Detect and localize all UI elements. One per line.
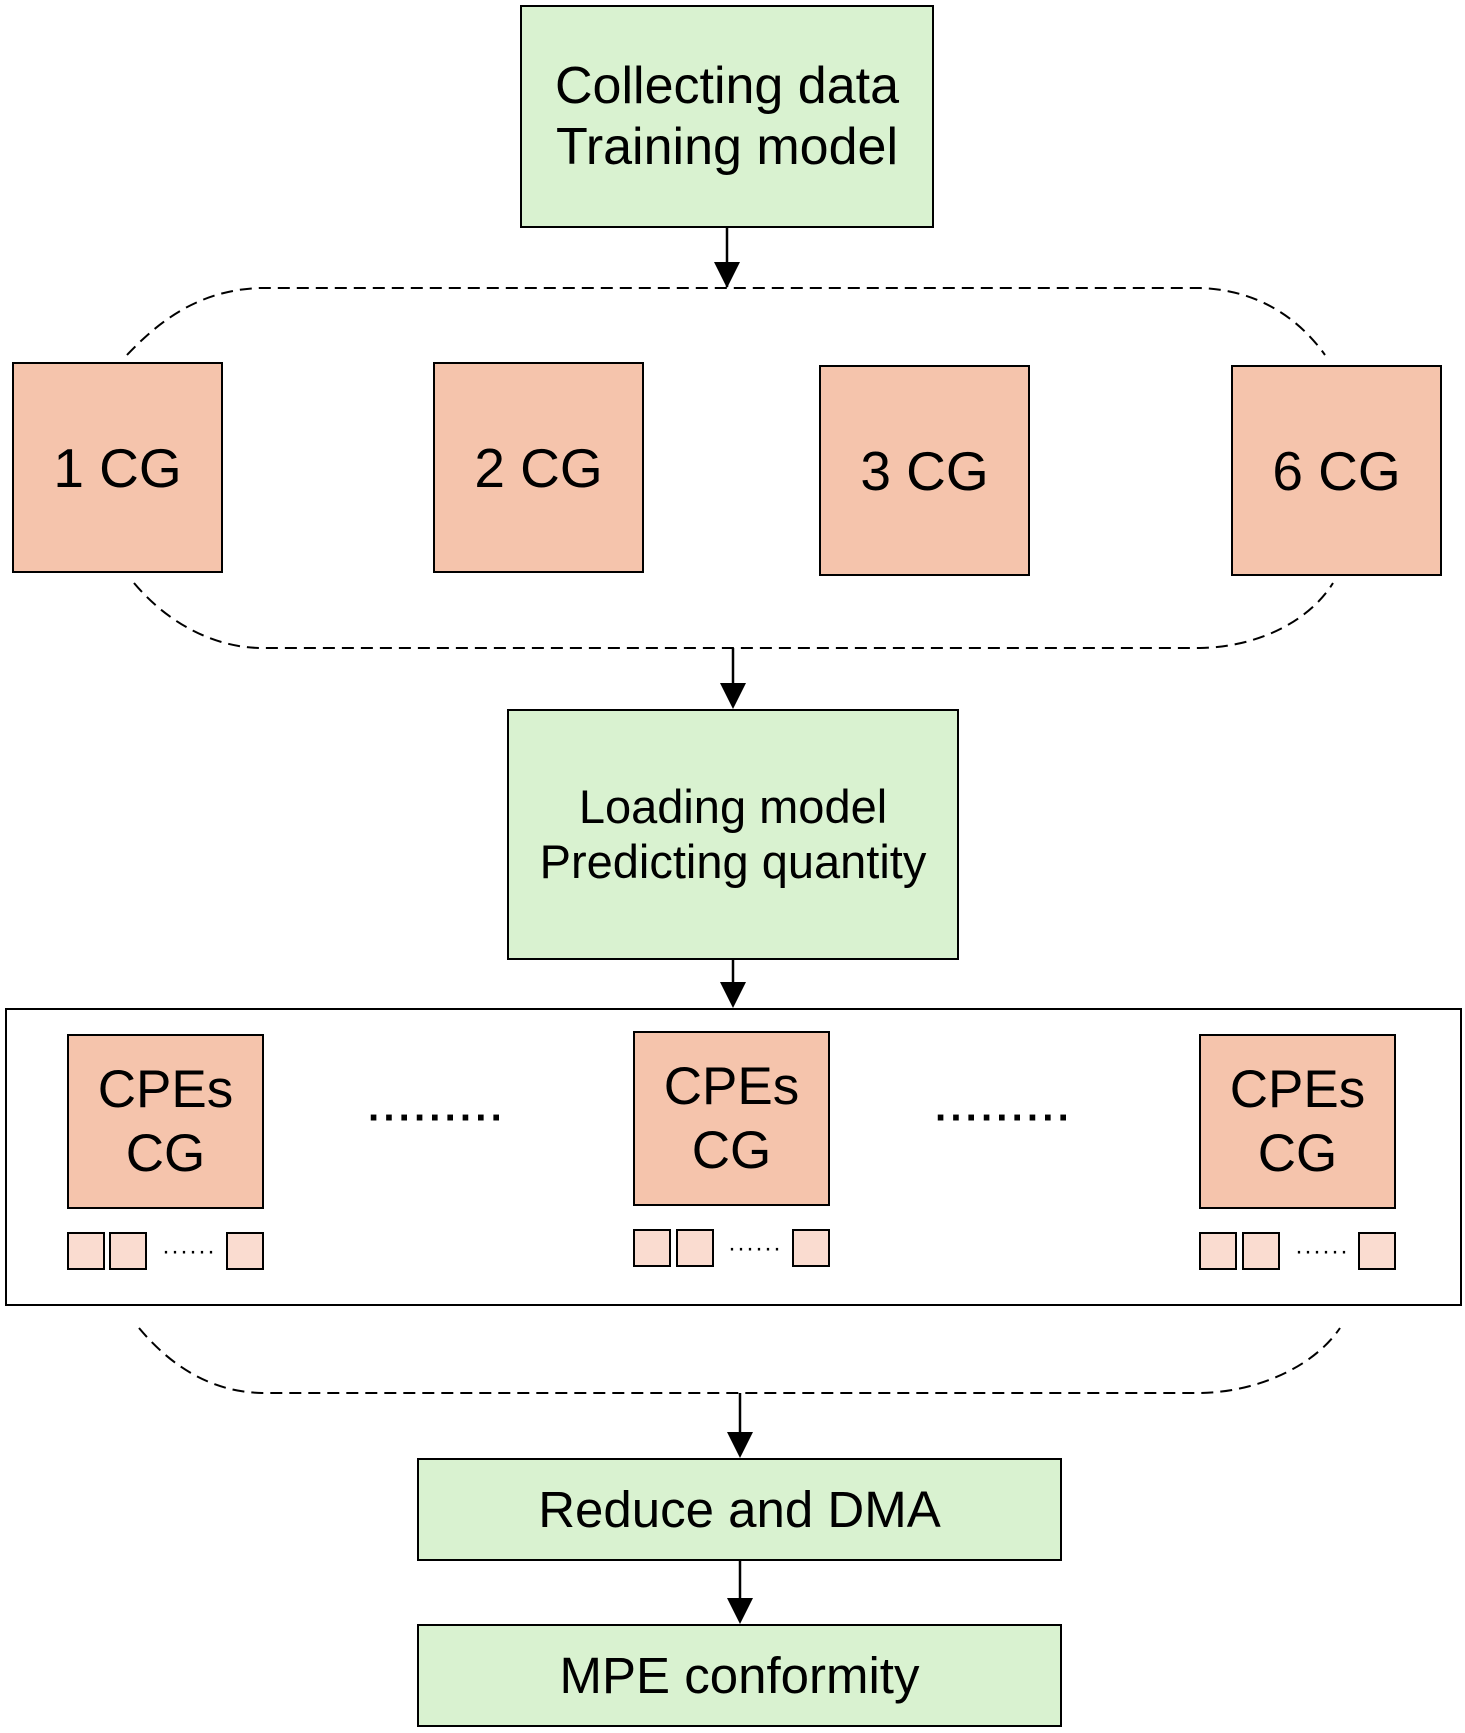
core-group-label: 3 CG (860, 439, 989, 502)
core-cell (109, 1232, 147, 1270)
core-group-6: 6 CG (1231, 365, 1442, 576)
cpe-cg-left: CPEs CG (67, 1034, 264, 1209)
core-group-3: 3 CG (819, 365, 1030, 576)
cpe-cg-center: CPEs CG (633, 1031, 830, 1206)
core-cell (226, 1232, 264, 1270)
arrowhead-5 (727, 1598, 753, 1624)
core-ellipsis: ······ (162, 1238, 216, 1265)
load-predict-step: Loading model Predicting quantity (507, 709, 959, 960)
core-group-label: 6 CG (1272, 439, 1401, 502)
core-cell (633, 1229, 671, 1267)
cpe-cg-right: CPEs CG (1199, 1034, 1396, 1209)
reduce-dma-label: Reduce and DMA (538, 1481, 941, 1538)
core-cell (676, 1229, 714, 1267)
core-group-1: 1 CG (12, 362, 223, 573)
cg-group-bracket-bottom (133, 582, 1334, 649)
mpe-conformity-step: MPE conformity (417, 1624, 1062, 1727)
core-group-2: 2 CG (433, 362, 644, 573)
arrowhead-1 (714, 262, 740, 288)
core-group-label: 1 CG (53, 436, 182, 499)
core-ellipsis: ······ (728, 1235, 782, 1262)
reduce-dma-step: Reduce and DMA (417, 1458, 1062, 1561)
core-cell (1242, 1232, 1280, 1270)
core-group-label: 2 CG (474, 436, 603, 499)
cpe-frame (5, 1008, 1462, 1306)
core-cell (1358, 1232, 1396, 1270)
mpe-conformity-label: MPE conformity (559, 1647, 920, 1704)
core-cell (1199, 1232, 1237, 1270)
core-cell (792, 1229, 830, 1267)
arrowhead-4 (727, 1432, 753, 1458)
cg-group-bracket-top (126, 287, 1326, 356)
cpe-group-bracket (138, 1327, 1341, 1394)
core-ellipsis: ······ (1295, 1238, 1349, 1265)
cpe-cg-label: CPEs CG (663, 1056, 800, 1180)
load-predict-label: Loading model Predicting quantity (539, 779, 927, 888)
ellipsis-right: ········· (935, 1096, 1073, 1140)
arrowhead-2 (720, 683, 746, 709)
collect-training-label: Collecting data Training model (555, 56, 899, 176)
collect-training-step: Collecting data Training model (520, 5, 934, 228)
core-cell (67, 1232, 105, 1270)
cpe-cg-label: CPEs CG (1229, 1059, 1366, 1183)
cpe-cg-label: CPEs CG (97, 1059, 234, 1183)
arrowhead-3 (720, 982, 746, 1008)
ellipsis-left: ········· (368, 1096, 506, 1140)
